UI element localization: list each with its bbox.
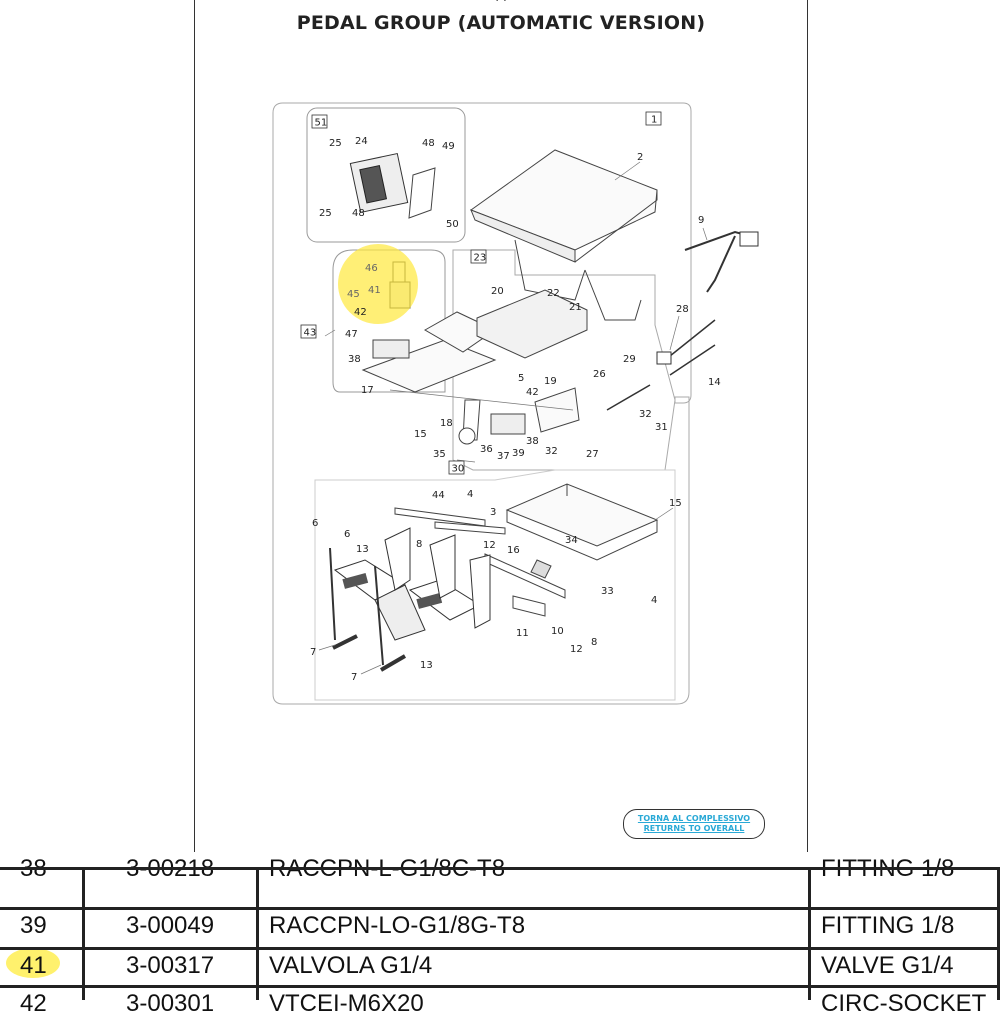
callout-box-30: 30	[452, 464, 465, 475]
callout-42-left: 42	[354, 307, 367, 318]
back-link-english[interactable]: RETURNS TO OVERALL	[643, 824, 745, 833]
table-divider	[0, 947, 1000, 950]
column-divider	[997, 867, 1000, 1000]
callout-47: 47	[345, 329, 358, 340]
callout-3: 3	[490, 507, 496, 518]
callout-box-23: 23	[474, 253, 487, 264]
callout-18: 18	[440, 418, 453, 429]
callout-15-right: 15	[669, 498, 682, 509]
page-title: PEDAL GROUP (AUTOMATIC VERSION)	[296, 12, 706, 34]
callout-44: 44	[432, 490, 445, 501]
callout-29: 29	[623, 354, 636, 365]
callout-26: 26	[593, 369, 606, 380]
table-divider	[0, 985, 1000, 988]
table-row: 41 3-00317 VALVOLA G1/4 VALVE G1/4	[0, 947, 1000, 985]
callout-42-mid: 42	[526, 387, 539, 398]
callout-37: 37	[497, 451, 510, 462]
callout-box-51: 51	[315, 118, 328, 129]
description-cell: VTCEI-M6X20	[269, 990, 424, 1017]
callout-19: 19	[544, 376, 557, 387]
callout-32-left: 32	[545, 446, 558, 457]
callout-7-bottom: 7	[351, 672, 357, 683]
callout-31: 31	[655, 422, 668, 433]
parts-table: 38 3-00218 RACCPN-L-G1/8C-T8 FITTING 1/8…	[0, 855, 1000, 1017]
callout-11: 11	[516, 628, 529, 639]
row-highlight	[6, 948, 60, 978]
table-divider	[0, 867, 1000, 870]
callout-41: 41	[368, 285, 381, 296]
callout-4-right: 4	[651, 595, 657, 606]
callout-15-mid: 15	[414, 429, 427, 440]
callout-25-bottom: 25	[319, 208, 332, 219]
callout-46: 46	[365, 263, 378, 274]
code-cell: 3-00317	[126, 952, 215, 979]
code-cell: 3-00049	[126, 912, 215, 939]
callout-49: 49	[442, 141, 455, 152]
callout-48-bottom: 48	[352, 208, 365, 219]
english-cell: FITTING 1/8	[821, 912, 955, 939]
callout-14: 14	[708, 377, 721, 388]
callout-24: 24	[355, 136, 368, 147]
column-divider	[256, 867, 259, 1000]
ref-cell: 41	[20, 952, 47, 979]
callout-6-mid: 6	[344, 529, 350, 540]
back-link-italian[interactable]: TORNA AL COMPLESSIVO	[637, 814, 751, 823]
callout-35: 35	[433, 449, 446, 460]
callout-45: 45	[347, 289, 360, 300]
callout-39: 39	[512, 448, 525, 459]
callout-17: 17	[361, 385, 374, 396]
table-divider	[0, 907, 1000, 910]
table-row: 39 3-00049 RACCPN-LO-G1/8G-T8 FITTING 1/…	[0, 907, 1000, 945]
exploded-diagram: 51 1 23 43 30 2 9 24 25 25 48 48 49 50 4…	[272, 102, 759, 705]
callout-8-bottom: 8	[591, 637, 597, 648]
ref-cell: 39	[20, 912, 47, 939]
callout-10: 10	[551, 626, 564, 637]
callout-33: 33	[601, 586, 614, 597]
callout-25-top: 25	[329, 138, 342, 149]
returns-to-overall-button[interactable]: TORNA AL COMPLESSIVO RETURNS TO OVERALL	[623, 809, 765, 839]
callout-32-right: 32	[639, 409, 652, 420]
callout-20: 20	[491, 286, 504, 297]
callout-12-bottom: 12	[570, 644, 583, 655]
callout-50: 50	[446, 219, 459, 230]
code-cell: 3-00301	[126, 990, 215, 1017]
description-cell: VALVOLA G1/4	[269, 952, 433, 979]
column-divider	[808, 867, 811, 1000]
table-row: 42 3-00301 VTCEI-M6X20 CIRC-SOCKET	[0, 985, 1000, 1023]
drawing-sheet: ( ) PEDAL GROUP (AUTOMATIC VERSION)	[194, 0, 808, 852]
callout-8-top: 8	[416, 539, 422, 550]
callout-2: 2	[637, 152, 643, 163]
callout-6-left: 6	[312, 518, 318, 529]
callout-36: 36	[480, 444, 493, 455]
callout-9: 9	[698, 215, 704, 226]
english-cell: VALVE G1/4	[821, 952, 954, 979]
callout-48-top: 48	[422, 138, 435, 149]
callout-box-43: 43	[304, 328, 317, 339]
description-cell: RACCPN-LO-G1/8G-T8	[269, 912, 526, 939]
callout-21: 21	[569, 302, 582, 313]
title-fragment: ( )	[195, 0, 807, 3]
callout-12-top: 12	[483, 540, 496, 551]
column-divider	[82, 867, 85, 1000]
english-cell: CIRC-SOCKET	[821, 990, 987, 1017]
ref-cell: 42	[20, 990, 47, 1017]
callout-22: 22	[547, 288, 560, 299]
callout-34: 34	[565, 535, 578, 546]
callout-27: 27	[586, 449, 599, 460]
callout-38-left: 38	[348, 354, 361, 365]
callout-box-1: 1	[651, 115, 657, 126]
callout-4-top: 4	[467, 489, 473, 500]
callout-7-left: 7	[310, 647, 316, 658]
callout-16: 16	[507, 545, 520, 556]
callout-13-top: 13	[356, 544, 369, 555]
callout-13-bottom: 13	[420, 660, 433, 671]
highlight-circle	[338, 244, 418, 324]
callout-38-right: 38	[526, 436, 539, 447]
callout-28: 28	[676, 304, 689, 315]
callout-5: 5	[518, 373, 524, 384]
